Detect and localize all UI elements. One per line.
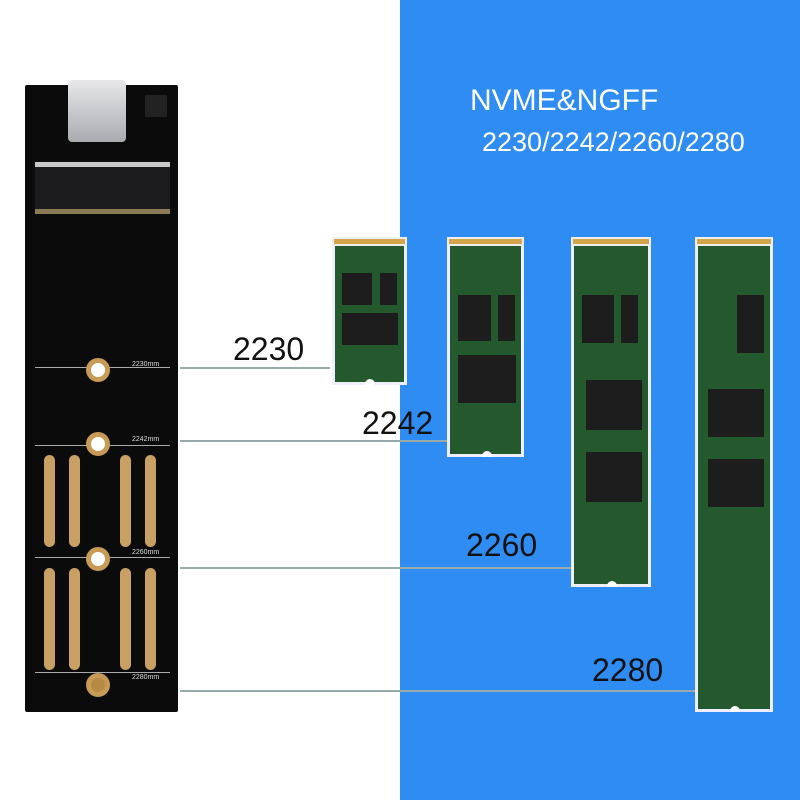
- thermal-pad: [44, 455, 55, 547]
- pointer-line: [180, 367, 330, 369]
- mount-screw: [86, 673, 110, 697]
- mark-2260: 2260mm: [132, 549, 160, 556]
- title: NVME&NGFF: [470, 84, 659, 117]
- mark-2242: 2242mm: [132, 436, 160, 443]
- mount-hole: [86, 547, 110, 571]
- thermal-pad: [44, 568, 55, 670]
- mark-2280: 2280mm: [132, 674, 160, 681]
- ssd-2280: [695, 237, 773, 712]
- m2-slot: [35, 162, 170, 214]
- chip-icon: [145, 95, 167, 117]
- ssd-2242: [447, 237, 524, 457]
- ssd-2230: [332, 237, 407, 385]
- pointer-line: [180, 567, 572, 569]
- mark-2230: 2230mm: [132, 361, 160, 368]
- thermal-pad: [120, 455, 131, 547]
- ssd-2260: [571, 237, 651, 587]
- mount-hole: [86, 358, 110, 382]
- label-2242: 2242: [362, 405, 434, 441]
- thermal-pad: [69, 455, 80, 547]
- mount-hole: [86, 432, 110, 456]
- thermal-pad: [69, 568, 80, 670]
- thermal-pad: [145, 568, 156, 670]
- thermal-pad: [145, 455, 156, 547]
- pointer-line: [180, 690, 696, 692]
- thermal-pad: [120, 568, 131, 670]
- label-2230: 2230: [233, 331, 305, 367]
- usb-c-port-icon: [68, 80, 126, 142]
- divider: [35, 672, 170, 673]
- label-2260: 2260: [466, 527, 538, 563]
- pointer-line: [180, 440, 450, 442]
- subtitle: 2230/2242/2260/2280: [482, 127, 745, 157]
- label-2280: 2280: [592, 652, 664, 688]
